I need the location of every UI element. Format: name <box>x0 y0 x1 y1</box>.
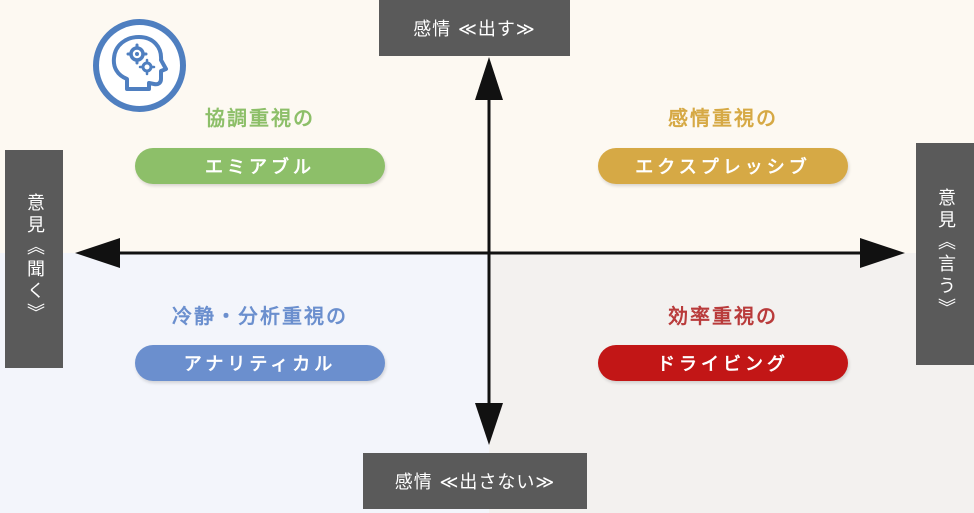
quadrant-bottom-right-heading: 効率重視の <box>668 304 778 328</box>
quadrant-bottom-left-pill: アナリティカル <box>135 345 385 381</box>
quadrant-bottom-left-heading: 冷静・分析重視の <box>172 304 348 328</box>
left-arrowhead <box>75 238 120 268</box>
axis-label-left-text: 意見《聞く》 <box>24 193 45 325</box>
down-arrowhead <box>475 403 503 445</box>
up-arrowhead <box>475 57 503 100</box>
axis-label-right-text: 意見《言う》 <box>935 188 956 320</box>
head-gears-icon <box>111 35 168 91</box>
quadrant-top-left-pill: エミアブル <box>135 148 385 184</box>
axis-label-bottom: 感情 ≪出さない≫ <box>363 453 587 509</box>
axis-label-left: 意見《聞く》 <box>5 150 63 368</box>
quadrant-top-left-heading: 協調重視の <box>205 106 315 130</box>
logo <box>93 19 186 112</box>
axis-label-right: 意見《言う》 <box>916 143 974 365</box>
quadrant-bottom-right-pill: ドライビング <box>598 345 848 381</box>
quadrant-top-right-pill: エクスプレッシブ <box>598 148 848 184</box>
quadrant-top-right-heading: 感情重視の <box>668 106 778 130</box>
axis-label-top: 感情 ≪出す≫ <box>379 0 570 56</box>
right-arrowhead <box>860 238 905 268</box>
